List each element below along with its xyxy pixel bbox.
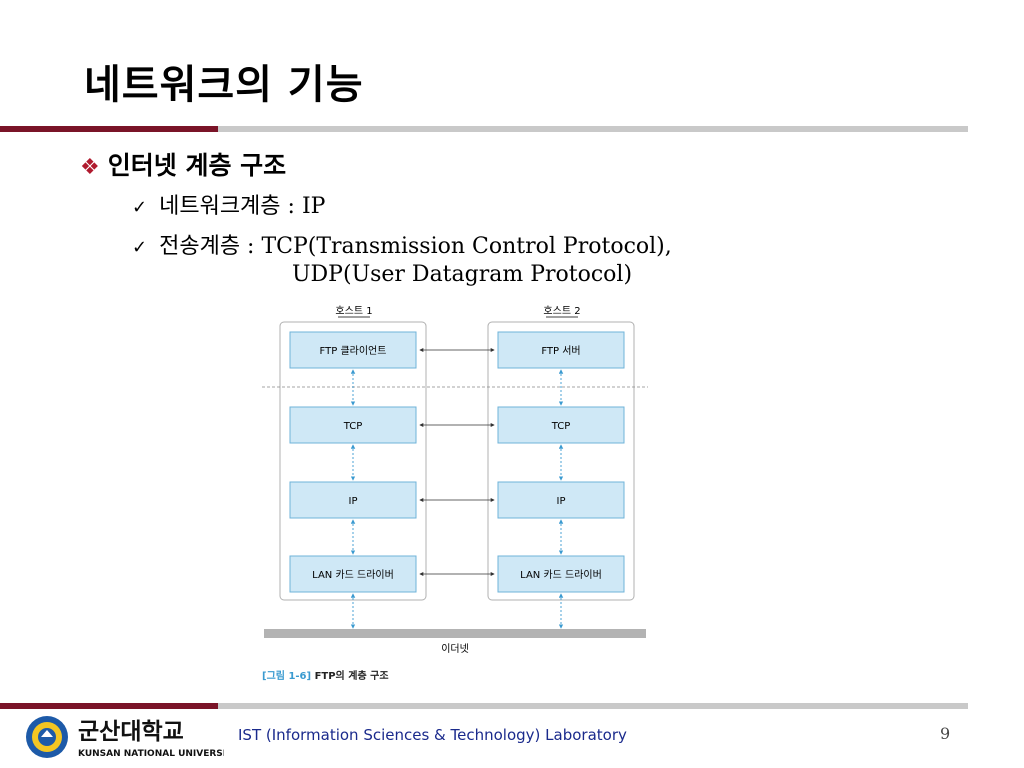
checkmark-icon: ✓ [132,197,148,218]
host1-tcp-box [289,406,417,444]
page-number: 9 [940,724,951,743]
diamond-bullet-icon: ❖ [80,155,100,180]
ftp-layer-diagram: 호스트 1 호스트 2 FTP 클라이언트 TCP IP LAN 카드 드라이버… [262,305,648,682]
ethernet-label: 이더넷 [441,643,469,655]
figure-caption-text: FTP의 계층 구조 [311,669,388,682]
host2-tcp-label: TCP [551,421,571,432]
host1-lan-box [289,555,417,593]
sub-bullet-transport-layer: ✓ 전송계층 : TCP(Transmission Control Protoco… [132,228,672,260]
host2-ip-label: IP [557,496,566,507]
footer-divider [0,703,968,709]
sub-bullet-value: : IP [280,194,326,219]
university-subname: KUNSAN NATIONAL UNIVERSITY [78,749,224,759]
host2-lan-label: LAN 카드 드라이버 [520,569,602,581]
sub-bullet-network-layer: ✓ 네트워크계층 : IP [132,188,325,220]
host1-ip-box [289,481,417,519]
host2-ftp-box [497,331,625,369]
page-title: 네트워크의 기능 [84,62,364,108]
figure-caption-number: [그림 1-6] [262,670,311,682]
checkmark-icon: ✓ [132,237,148,258]
university-logo: 군산대학교 KUNSAN NATIONAL UNIVERSITY [26,716,224,759]
footer-divider-accent [0,703,218,709]
university-name: 군산대학교 [78,719,184,745]
host1-ip-label: IP [349,496,358,507]
sub-bullet-label: 전송계층 [159,234,241,259]
title-divider [0,126,968,132]
title-divider-accent [0,126,218,132]
host2-label: 호스트 2 [543,305,580,317]
main-bullet: ❖ 인터넷 계층 구조 [80,146,286,182]
host2-ftp-label: FTP 서버 [541,345,580,357]
sub-bullet-value: : TCP(Transmission Control Protocol), [240,234,672,259]
figure-caption: [그림 1-6] FTP의 계층 구조 [262,669,389,682]
footer-lab-name: IST (Information Sciences & Technology) … [238,726,627,744]
host2-tcp-box [497,406,625,444]
main-bullet-text: 인터넷 계층 구조 [107,151,287,180]
host1-ftp-label: FTP 클라이언트 [320,345,387,357]
host1-ftp-box [289,331,417,369]
ethernet-bar [264,629,646,638]
host1-tcp-label: TCP [343,421,363,432]
host1-label: 호스트 1 [335,305,372,317]
sub-bullet-continuation: UDP(User Datagram Protocol) [292,262,633,287]
sub-bullet-label: 네트워크계층 [159,194,281,219]
host1-lan-label: LAN 카드 드라이버 [312,569,394,581]
host2-ip-box [497,481,625,519]
host2-lan-box [497,555,625,593]
